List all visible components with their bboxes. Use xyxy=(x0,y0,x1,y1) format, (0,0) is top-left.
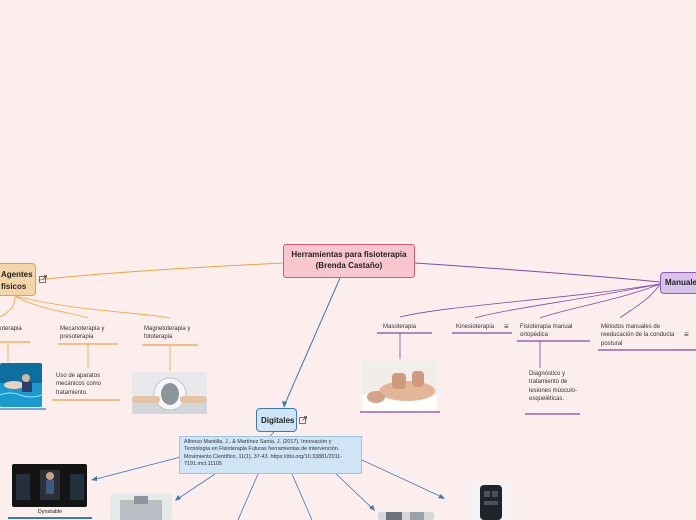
agentes-label-line2: físicos xyxy=(1,281,27,291)
dynstable-caption: Dynstable xyxy=(37,509,63,515)
menu-icon[interactable]: ≡ xyxy=(504,322,509,331)
connector-digitales xyxy=(283,277,341,407)
subtopic-fisioterapia-manual[interactable]: Fisioterapia manual ortopédica xyxy=(520,324,573,339)
agentes-label-line1: Agentes xyxy=(1,270,33,279)
topic-agentes-fisicos[interactable]: Agentes físicos xyxy=(0,263,36,296)
subtopic-mecanoterapia[interactable]: Mecanoterapia y presoterapia xyxy=(60,326,105,341)
topic-digitales[interactable]: Digitales xyxy=(256,408,297,432)
digitales-label: Digitales xyxy=(261,416,295,425)
external-link-icon[interactable] xyxy=(299,416,307,424)
digital-device-image xyxy=(110,494,172,520)
central-subtitle: (Brenda Castaño) xyxy=(315,261,383,270)
menu-icon[interactable]: ≡ xyxy=(684,330,689,339)
manuales-label: Manuales xyxy=(665,278,696,287)
external-link-icon[interactable] xyxy=(39,275,47,283)
masoterapia-image xyxy=(362,361,437,411)
electrostimulation-suit-image xyxy=(470,481,512,520)
subtopic-magnetoterapia[interactable]: Magnetoterapia y fototerapia xyxy=(144,326,191,341)
subtopic-masoterapia[interactable]: Masoterapia xyxy=(383,324,417,330)
subtopic-metodos-manuales[interactable]: Métodos manuales de reeducación de la co… xyxy=(601,324,675,347)
hidroterapia-image xyxy=(0,363,42,407)
digitales-reference: Alfonso Mantilla, J., & Martínez Santa, … xyxy=(179,436,362,474)
dynstable-image xyxy=(12,464,87,507)
connector-agentes xyxy=(37,262,284,281)
topic-manuales[interactable]: Manuales xyxy=(660,272,696,294)
mecanoterapia-note: Uso de aparatos mecánicos como tratamien… xyxy=(56,373,102,396)
dynstable-underline xyxy=(8,517,92,519)
virtual-reality-image xyxy=(378,512,434,520)
subtopic-kinesioterapia[interactable]: Kinesioterapia xyxy=(456,324,495,330)
fisioterapia-note: Diagnóstico y tratamiento de lesiones mú… xyxy=(529,371,578,403)
central-title: Herramientas para fisioterapia xyxy=(291,250,407,260)
central-topic[interactable]: Herramientas para fisioterapia (Brenda C… xyxy=(283,244,415,278)
magnetoterapia-image xyxy=(132,372,207,414)
connector-manuales xyxy=(414,262,661,283)
subtopic-hidroterapia[interactable]: oterapia xyxy=(0,326,22,332)
